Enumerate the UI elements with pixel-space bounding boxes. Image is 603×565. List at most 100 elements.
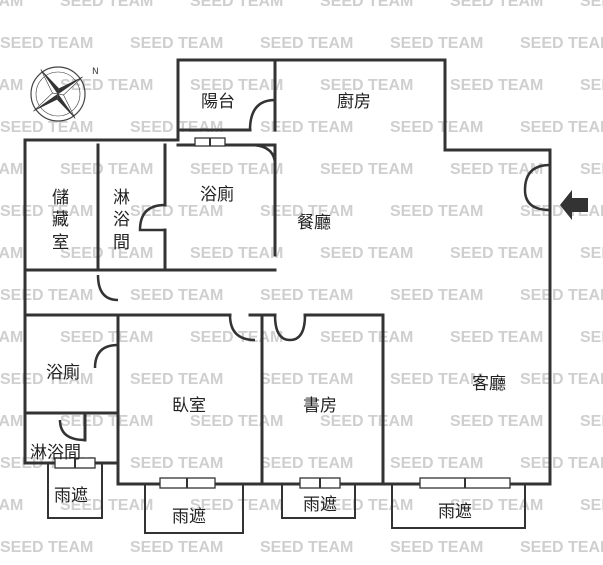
entrance-arrow-icon — [560, 190, 588, 220]
watermark-text: SEED TEAM — [320, 161, 413, 178]
watermark-text: SEED TEAM — [320, 245, 413, 262]
watermark-text: SEED TEAM — [260, 371, 353, 388]
watermark-text: SEED TEAM — [60, 413, 153, 430]
windows — [54, 137, 511, 489]
watermark-text: SEED TEAM — [520, 287, 603, 304]
watermark-text: SEED TEAM — [130, 287, 223, 304]
canopies — [47, 463, 526, 534]
door-swings — [58, 98, 551, 442]
watermark-text: SEED TEAM — [60, 161, 153, 178]
watermark-text: SEED TEAM — [390, 539, 483, 556]
room-label-kitchen: 廚房 — [337, 91, 371, 112]
watermark-text: SEED TEAM — [260, 287, 353, 304]
watermark-text: SEED TEAM — [0, 245, 23, 262]
watermark-text: SEED TEAM — [320, 0, 413, 10]
watermark-text: SEED TEAM — [60, 77, 153, 94]
watermark-text: SEED TEAM — [390, 455, 483, 472]
watermark-text: SEED TEAM — [190, 497, 283, 514]
watermark-text: SEED TEAM — [320, 497, 413, 514]
room-label-bathroom-bottom: 浴廁 — [46, 362, 80, 383]
watermark-text: SEED TEAM — [260, 203, 353, 220]
watermark-text: SEED TEAM — [0, 0, 23, 10]
watermark-text: SEED TEAM — [390, 35, 483, 52]
room-label-canopy-1: 雨遮 — [54, 486, 88, 506]
room-label-canopy-4: 雨遮 — [438, 502, 472, 522]
interior-walls — [23, 58, 385, 486]
watermark-text: SEED TEAM — [580, 497, 603, 514]
watermark-text: SEED TEAM — [320, 413, 413, 430]
watermark-text: SEED TEAM — [130, 455, 223, 472]
watermark-text: SEED TEAM — [580, 245, 603, 262]
watermark-text: SEED TEAM — [390, 371, 483, 388]
watermark-text: SEED TEAM — [320, 77, 413, 94]
room-label-canopy-3: 雨遮 — [303, 495, 337, 515]
room-labels: 陽台 廚房 儲 藏 室 淋 浴 間 浴廁 餐廳 浴廁 淋浴間 臥室 書房 客廳 … — [30, 91, 506, 527]
watermark-text: SEED TEAM — [60, 329, 153, 346]
watermark-text: SEED TEAM — [0, 413, 23, 430]
room-label-living: 客廳 — [472, 374, 506, 394]
watermark-text: SEED TEAM — [0, 497, 23, 514]
watermark-text: SEED TEAM — [520, 35, 603, 52]
watermark-text: SEED TEAM — [0, 119, 93, 136]
room-label-storage-2: 藏 — [52, 210, 69, 230]
watermark-text: SEED TEAM — [60, 497, 153, 514]
watermark-text: SEED TEAM — [450, 161, 543, 178]
watermark-text: SEED TEAM — [130, 539, 223, 556]
watermark-text: SEED TEAM — [0, 539, 93, 556]
watermark-text: SEED TEAM — [390, 287, 483, 304]
watermark-text: SEED TEAM — [60, 0, 153, 10]
watermark-text: SEED TEAM — [190, 413, 283, 430]
watermark-text: SEED TEAM — [0, 329, 23, 346]
watermark-text: SEED TEAM — [190, 0, 283, 10]
room-label-bathroom-top: 浴廁 — [200, 184, 234, 205]
compass-north-label: N — [92, 67, 99, 77]
room-label-shower-top-3: 間 — [113, 233, 130, 253]
watermark-text: SEED TEAM — [580, 329, 603, 346]
watermark-text: SEED TEAM — [260, 539, 353, 556]
watermark-text: SEED TEAM — [520, 119, 603, 136]
room-label-shower-top-1: 淋 — [113, 188, 130, 208]
watermark-text: SEED TEAM — [130, 35, 223, 52]
room-label-shower-top-2: 浴 — [113, 210, 130, 230]
room-label-bedroom: 臥室 — [172, 396, 206, 416]
watermark-text: SEED TEAM — [190, 245, 283, 262]
room-label-canopy-2: 雨遮 — [172, 507, 206, 527]
room-label-balcony: 陽台 — [201, 92, 235, 112]
watermark-text: SEED TEAM — [60, 245, 153, 262]
room-label-shower-bottom: 淋浴間 — [30, 443, 81, 463]
watermark-text: SEED TEAM — [450, 497, 543, 514]
watermark-text: SEED TEAM — [0, 35, 93, 52]
watermark-text: SEED TEAM — [450, 329, 543, 346]
watermark-text: SEED TEAM — [260, 119, 353, 136]
watermark-text: SEED TEAM — [580, 77, 603, 94]
watermark-text: SEED TEAM — [450, 77, 543, 94]
watermark-text: SEED TEAM — [0, 161, 23, 178]
watermark-text: SEED TEAM — [260, 35, 353, 52]
watermark-text: SEED TEAM — [520, 371, 603, 388]
watermark-text: SEED TEAM — [190, 329, 283, 346]
watermark-text: SEED TEAM — [190, 161, 283, 178]
room-label-storage-1: 儲 — [52, 188, 69, 208]
watermark-text: SEED TEAM — [0, 287, 93, 304]
watermark-text: SEED TEAM — [450, 413, 543, 430]
watermark-text: SEED TEAM — [130, 371, 223, 388]
room-label-storage-3: 室 — [52, 233, 69, 253]
watermark-text: SEED TEAM — [130, 203, 223, 220]
watermark-text: SEED TEAM — [450, 245, 543, 262]
room-label-dining: 餐廳 — [297, 213, 331, 233]
watermark-text: SEED TEAM — [260, 455, 353, 472]
watermark-text: SEED TEAM — [520, 455, 603, 472]
watermark-text: SEED TEAM — [450, 0, 543, 10]
watermark-text: SEED TEAM — [580, 161, 603, 178]
room-label-study: 書房 — [303, 396, 337, 416]
watermark-text: SEED TEAM — [520, 539, 603, 556]
watermark-text: SEED TEAM — [0, 203, 93, 220]
compass-rose-icon: N — [30, 66, 99, 122]
watermark-text: SEED TEAM — [390, 119, 483, 136]
watermark-text: SEED TEAM — [580, 0, 603, 10]
watermark-text: SEED TEAM — [190, 77, 283, 94]
watermark-text: SEED TEAM — [0, 77, 23, 94]
watermark-text: SEED TEAM — [580, 413, 603, 430]
